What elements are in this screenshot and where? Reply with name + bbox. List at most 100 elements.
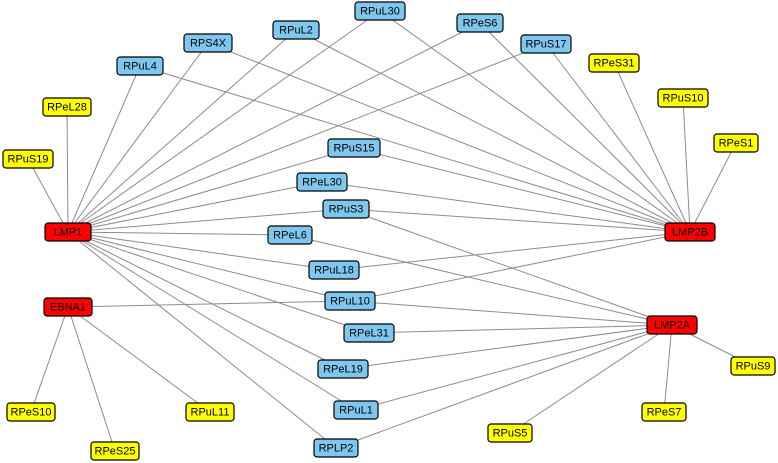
edge-lmp1-rpel6 bbox=[67, 231, 291, 236]
node-label: RPuL10 bbox=[330, 296, 370, 308]
edge-lmp2a-rpul10 bbox=[349, 300, 673, 326]
node-rpul2[interactable]: RPuL2 bbox=[272, 20, 320, 40]
edge-lmp1-rpel30 bbox=[67, 181, 323, 233]
edge-lmp2a-rpes7 bbox=[663, 324, 673, 413]
edge-lmp1-rpus17 bbox=[67, 43, 547, 233]
node-rpes7[interactable]: RPeS7 bbox=[641, 402, 687, 422]
node-rpes25[interactable]: RPeS25 bbox=[90, 441, 140, 461]
node-box[interactable] bbox=[42, 97, 92, 117]
node-rpul18[interactable]: RPuL18 bbox=[308, 260, 360, 280]
node-box[interactable] bbox=[308, 260, 360, 280]
node-box[interactable] bbox=[588, 53, 640, 73]
edge-lmp2a-rpus5 bbox=[509, 324, 673, 434]
node-rpus5[interactable]: RPuS5 bbox=[487, 423, 533, 443]
node-label: RPuL30 bbox=[360, 6, 400, 18]
node-rpes1[interactable]: RPeS1 bbox=[713, 133, 759, 153]
node-box[interactable] bbox=[730, 356, 776, 376]
edge-lmp1-rpus19 bbox=[27, 158, 69, 233]
node-box[interactable] bbox=[116, 56, 164, 76]
edge-lmp2b-rpul4 bbox=[139, 65, 691, 233]
node-label: RPuS5 bbox=[493, 428, 528, 440]
node-label: RPeL31 bbox=[349, 328, 389, 340]
node-rpul10[interactable]: RPuL10 bbox=[324, 291, 376, 311]
edge-lmp1-rpul4 bbox=[67, 65, 141, 233]
node-box[interactable] bbox=[354, 1, 406, 21]
node-rpel28[interactable]: RPeL28 bbox=[42, 97, 92, 117]
node-box[interactable] bbox=[327, 138, 381, 158]
node-box[interactable] bbox=[185, 402, 235, 422]
node-rpul4[interactable]: RPuL4 bbox=[116, 56, 164, 76]
node-box[interactable] bbox=[43, 297, 93, 317]
edge-lmp1-rps4x bbox=[67, 42, 209, 233]
node-box[interactable] bbox=[44, 222, 92, 242]
edge-lmp2b-rpus10 bbox=[682, 97, 691, 233]
node-rpus19[interactable]: RPuS19 bbox=[2, 149, 54, 169]
node-box[interactable] bbox=[317, 359, 369, 379]
node-rpus17[interactable]: RPuS17 bbox=[520, 34, 572, 54]
node-rpes6[interactable]: RPeS6 bbox=[456, 13, 504, 33]
node-label: RPuL18 bbox=[314, 265, 354, 277]
edge-lmp1-rpel31 bbox=[67, 231, 370, 334]
edge-lmp2a-rpul1 bbox=[355, 324, 673, 411]
node-rpul30[interactable]: RPuL30 bbox=[354, 1, 406, 21]
node-label: RPeS1 bbox=[719, 138, 754, 150]
edge-lmp2b-rpul18 bbox=[333, 231, 691, 271]
node-rpus10[interactable]: RPuS10 bbox=[657, 88, 709, 108]
node-box[interactable] bbox=[272, 20, 320, 40]
node-label: RPeS25 bbox=[95, 446, 136, 458]
node-lmp2b[interactable]: LMP2B bbox=[664, 222, 716, 242]
node-rpel31[interactable]: RPeL31 bbox=[343, 323, 395, 343]
node-label: RPuL4 bbox=[123, 61, 157, 73]
node-rps4x[interactable]: RPS4X bbox=[183, 33, 233, 53]
node-box[interactable] bbox=[183, 33, 233, 53]
edge-lmp1-rpus15 bbox=[67, 147, 355, 233]
node-box[interactable] bbox=[6, 402, 56, 422]
node-box[interactable] bbox=[487, 423, 533, 443]
edge-lmp1-rpus3 bbox=[67, 208, 347, 233]
node-label: RPeS10 bbox=[11, 407, 52, 419]
node-box[interactable] bbox=[2, 149, 54, 169]
node-label: RPuL2 bbox=[279, 25, 313, 37]
node-box[interactable] bbox=[456, 13, 504, 33]
node-rpul1[interactable]: RPuL1 bbox=[333, 400, 379, 420]
node-box[interactable] bbox=[313, 438, 359, 458]
node-rpus9[interactable]: RPuS9 bbox=[730, 356, 776, 376]
node-box[interactable] bbox=[322, 199, 370, 219]
node-rplp2[interactable]: RPLP2 bbox=[313, 438, 359, 458]
node-box[interactable] bbox=[333, 400, 379, 420]
node-box[interactable] bbox=[646, 315, 698, 335]
node-box[interactable] bbox=[713, 133, 759, 153]
node-lmp1[interactable]: LMP1 bbox=[44, 222, 92, 242]
node-box[interactable] bbox=[90, 441, 140, 461]
node-rpel6[interactable]: RPeL6 bbox=[267, 225, 313, 245]
node-rpel30[interactable]: RPeL30 bbox=[296, 172, 348, 192]
node-label: RPuL11 bbox=[191, 407, 230, 419]
node-box[interactable] bbox=[664, 222, 716, 242]
node-rpel19[interactable]: RPeL19 bbox=[317, 359, 369, 379]
edge-lmp1-rpul18 bbox=[67, 231, 335, 271]
node-box[interactable] bbox=[657, 88, 709, 108]
node-label: RPuL1 bbox=[339, 405, 373, 417]
node-box[interactable] bbox=[520, 34, 572, 54]
node-box[interactable] bbox=[343, 323, 395, 343]
edge-lmp1-rpel19 bbox=[67, 231, 344, 370]
node-label: RPuS9 bbox=[736, 361, 771, 373]
node-box[interactable] bbox=[267, 225, 313, 245]
node-box[interactable] bbox=[324, 291, 376, 311]
node-ebna1[interactable]: EBNA1 bbox=[43, 297, 93, 317]
node-lmp2a[interactable]: LMP2A bbox=[646, 315, 698, 335]
node-label: LMP2A bbox=[654, 320, 691, 332]
edge-lmp2b-rpus3 bbox=[345, 208, 691, 233]
node-rpes10[interactable]: RPeS10 bbox=[6, 402, 56, 422]
edge-lmp1-rpul2 bbox=[67, 29, 297, 233]
node-rpes31[interactable]: RPeS31 bbox=[588, 53, 640, 73]
node-label: RPeS6 bbox=[463, 18, 498, 30]
edge-lmp2b-rpes31 bbox=[613, 62, 691, 233]
node-box[interactable] bbox=[641, 402, 687, 422]
node-rpus15[interactable]: RPuS15 bbox=[327, 138, 381, 158]
edge-ebna1-rpul10 bbox=[67, 300, 351, 308]
node-box[interactable] bbox=[296, 172, 348, 192]
node-rpul11[interactable]: RPuL11 bbox=[185, 402, 235, 422]
node-rpus3[interactable]: RPuS3 bbox=[322, 199, 370, 219]
node-label: EBNA1 bbox=[50, 302, 86, 314]
